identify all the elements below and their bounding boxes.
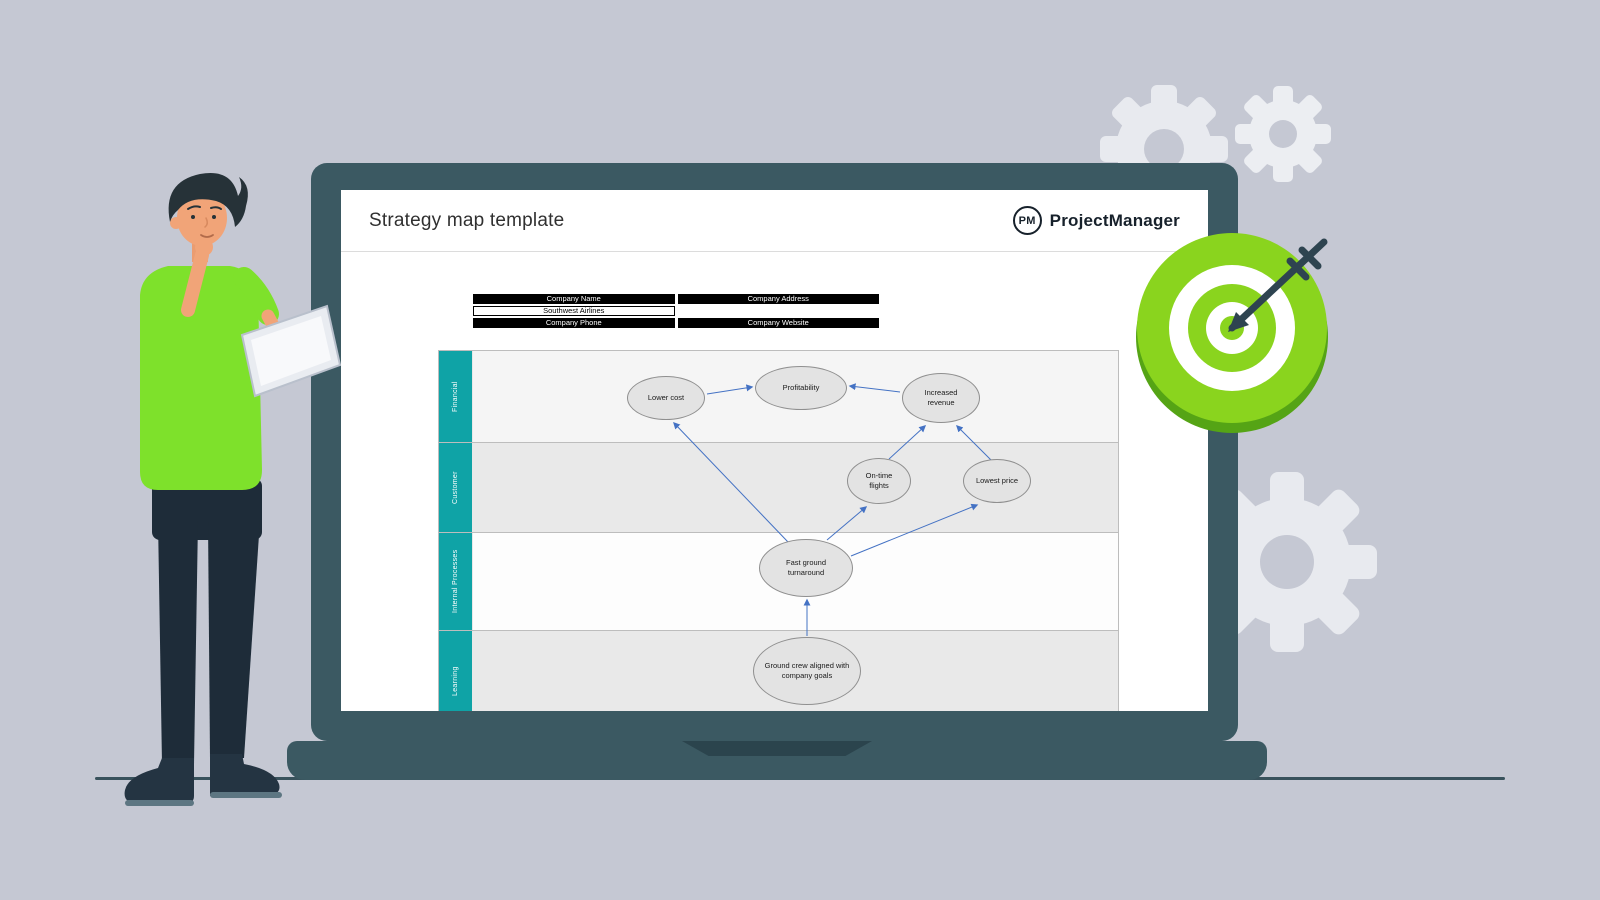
diagram-node-on-time-flights: On-time flights <box>847 458 911 504</box>
table-cell-company-address-value <box>677 306 879 314</box>
laptop-base <box>287 741 1267 780</box>
pm-logo-icon: PM <box>1012 206 1042 235</box>
app-screen: Strategy map template PM ProjectManager … <box>341 190 1208 711</box>
page-title: Strategy map template <box>369 209 565 231</box>
diagram-node-profitability: Profitability <box>755 366 847 410</box>
table-header-company-address: Company Address <box>677 294 879 304</box>
lane-label-customer: Customer <box>439 443 473 532</box>
screen-header: Strategy map template PM ProjectManager <box>341 190 1208 252</box>
gear-icon <box>1197 472 1377 652</box>
gear-icon <box>1235 86 1331 182</box>
table-header-company-phone: Company Phone <box>473 318 675 328</box>
brand-logo: PM ProjectManager <box>1012 206 1180 235</box>
lane-label-internal-processes: Internal Processes <box>439 533 473 630</box>
target-icon <box>1136 233 1328 433</box>
table-header-company-name: Company Name <box>473 294 675 304</box>
diagram-node-lower-cost: Lower cost <box>627 376 705 420</box>
diagram-node-ground-crew-aligned: Ground crew aligned with company goals <box>753 637 861 705</box>
table-header-company-website: Company Website <box>677 318 879 328</box>
laptop-notch <box>682 741 872 756</box>
person-illustration <box>124 172 342 806</box>
diagram-node-lowest-price: Lowest price <box>963 459 1031 503</box>
lane-label-financial: Financial <box>439 351 473 442</box>
brand-name: ProjectManager <box>1049 210 1180 230</box>
company-info-table: Company Name Company Address Southwest A… <box>473 294 879 328</box>
diagram-node-increased-revenue: Increased revenue <box>902 373 980 423</box>
diagram-node-fast-ground-turnaround: Fast ground turnaround <box>759 539 853 597</box>
table-cell-company-name-value: Southwest Airlines <box>473 306 675 316</box>
dart-arrow-icon <box>1228 238 1328 332</box>
lane-label-learning: Learning <box>439 631 473 711</box>
